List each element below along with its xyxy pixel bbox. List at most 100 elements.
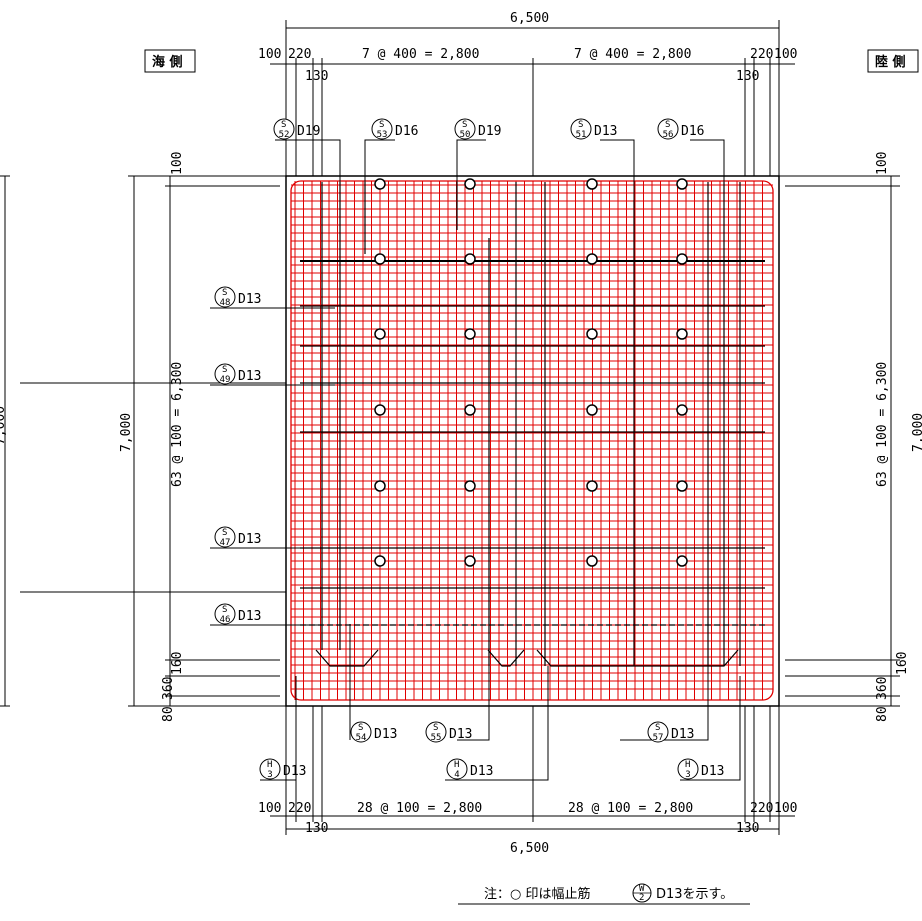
- tie-bar-circle: [586, 480, 598, 492]
- mesh-border: [290, 180, 774, 701]
- tie-bar-circle: [586, 555, 598, 567]
- tie-bar-circle: [374, 178, 386, 190]
- rebar-mesh: [290, 180, 774, 701]
- bar-tag-s53: S53 D16: [371, 118, 418, 140]
- right-160-dim: 160: [895, 652, 910, 675]
- bar-size-label: D13: [283, 764, 306, 779]
- bar-size-label: D13: [238, 532, 261, 547]
- bar-tag-circle: [214, 286, 236, 308]
- bottom-left-run-dim: 28 @ 100 = 2,800: [357, 801, 482, 816]
- bottom-edge-220-left: 220: [288, 801, 311, 816]
- bar-size-label: D19: [297, 124, 320, 139]
- note-bar-bottom: 2: [639, 893, 644, 903]
- bar-tag-number: 47: [220, 538, 231, 548]
- bar-tag-top: S: [379, 120, 384, 130]
- note-bar-tag: W 2: [632, 883, 652, 903]
- sea-side-label: 海 側: [152, 54, 183, 70]
- bottom-hooks: [315, 649, 739, 667]
- bar-tag-top: S: [578, 120, 583, 130]
- bar-size-label: D13: [238, 292, 261, 307]
- bar-size-label: D13: [374, 727, 397, 742]
- bar-tag-top: S: [222, 288, 227, 298]
- right-80-dim: 80: [875, 706, 890, 722]
- tie-bar-circle: [586, 404, 598, 416]
- bar-tag-circle: [570, 118, 592, 140]
- top-edge-130-right: 130: [736, 69, 759, 84]
- bar-tag-circle: [425, 721, 447, 743]
- tie-bar-circle: [464, 253, 476, 265]
- note-bar-top: W: [639, 884, 645, 894]
- bottom-edge-130-right: 130: [736, 821, 759, 836]
- right-total-dim: 7,000: [911, 413, 922, 452]
- top-left-run-dim: 7 @ 400 = 2,800: [362, 47, 479, 62]
- bar-tag-circle: [454, 118, 476, 140]
- bar-size-label: D13: [671, 727, 694, 742]
- right-run-dim: 63 @ 100 = 6,300: [875, 362, 890, 487]
- bottom-total-dim: 6,500: [510, 841, 549, 856]
- top-edge-130-left: 130: [305, 69, 328, 84]
- tie-bars: [374, 178, 688, 567]
- bar-tag-top: S: [358, 723, 363, 733]
- bar-tag-circle: [446, 758, 468, 780]
- bar-size-label: D13: [449, 727, 472, 742]
- bar-tag-number: 49: [220, 375, 231, 385]
- bar-tag-number: 48: [220, 298, 231, 308]
- bar-size-label: D13: [470, 764, 493, 779]
- bar-tag-number: 3: [685, 770, 690, 780]
- bar-tag-top: H: [454, 760, 459, 770]
- bottom-right-run-dim: 28 @ 100 = 2,800: [568, 801, 693, 816]
- main-horizontal-bars: [300, 260, 765, 626]
- tie-bar-circle: [464, 555, 476, 567]
- land-side-box: [867, 49, 919, 73]
- bar-tag-number: 57: [653, 733, 664, 743]
- bar-size-label: D16: [395, 124, 418, 139]
- bottom-edge-100-right: 100: [774, 801, 797, 816]
- tie-bar-circle: [586, 328, 598, 340]
- tie-bar-circle: [676, 555, 688, 567]
- bar-tag-top: H: [685, 760, 690, 770]
- left-total-dim: 7,000: [119, 413, 134, 452]
- bar-tag-circle: [647, 721, 669, 743]
- label-leaders: [210, 139, 741, 781]
- note-suffix: D13を示す。: [656, 887, 733, 902]
- bar-size-label: D13: [594, 124, 617, 139]
- bar-size-label: D13: [238, 369, 261, 384]
- top-edge-220-right: 220: [750, 47, 773, 62]
- land-side-label: 陸 側: [875, 54, 906, 70]
- tie-bar-circle: [586, 253, 598, 265]
- bar-tag-circle: [214, 603, 236, 625]
- bar-tag-top: S: [433, 723, 438, 733]
- top-total-dim: 6,500: [510, 11, 549, 26]
- right-100-dim: 100: [875, 152, 890, 175]
- bar-tag-top: S: [665, 120, 670, 130]
- bar-tag-number: 53: [377, 130, 388, 140]
- tie-bar-circle: [586, 178, 598, 190]
- bottom-edge-220-right: 220: [750, 801, 773, 816]
- right-360-dim: 360: [875, 677, 890, 700]
- bar-tag-number: 3: [267, 770, 272, 780]
- bar-tag-number: 55: [431, 733, 442, 743]
- tie-bar-circle: [464, 480, 476, 492]
- bar-tag-circle: [273, 118, 295, 140]
- left-run-dim: 63 @ 100 = 6,300: [170, 362, 185, 487]
- top-edge-100-right: 100: [774, 47, 797, 62]
- bar-tag-top: S: [281, 120, 286, 130]
- bar-tag-top: H: [267, 760, 272, 770]
- bar-tag-circle: [214, 363, 236, 385]
- bar-tag-circle: [677, 758, 699, 780]
- tie-bar-circle: [464, 178, 476, 190]
- bar-tag-number: 56: [663, 130, 674, 140]
- bar-tag-number: 50: [460, 130, 471, 140]
- dimension-lines: [0, 20, 900, 835]
- bar-tag-s48: S48 D13: [214, 286, 261, 308]
